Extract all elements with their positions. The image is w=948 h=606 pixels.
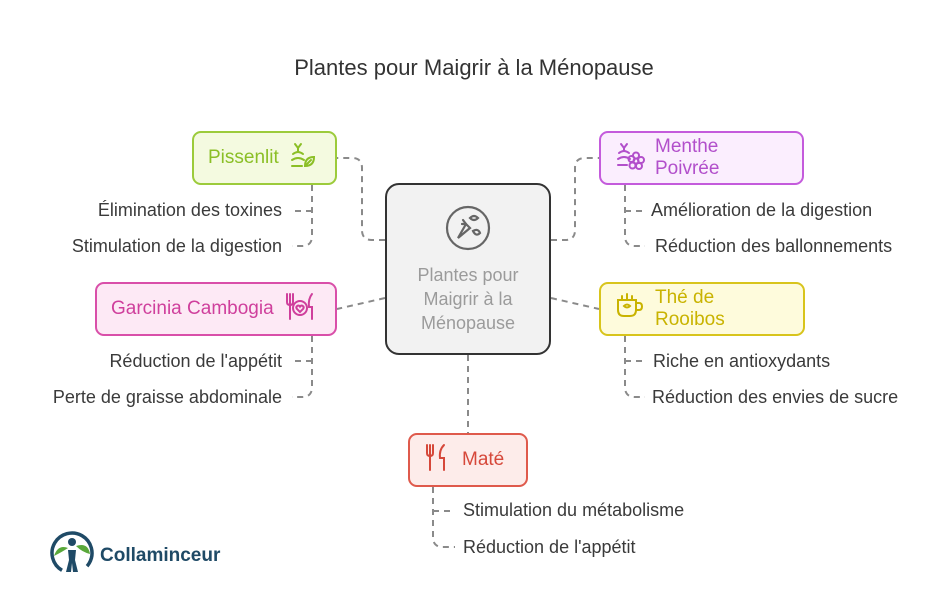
node-label: Menthe Poivrée	[655, 136, 720, 179]
node-pissenlit[interactable]: Pissenlit	[192, 131, 337, 185]
item-menthe-1: Amélioration de la digestion	[651, 200, 873, 220]
item-rooibos-2: Réduction des envies de sucre	[652, 387, 899, 407]
item-mate-2: Réduction de l'appétit	[463, 537, 636, 557]
dandelion-icon	[289, 140, 317, 176]
node-label: Maté	[462, 449, 505, 470]
food-plate-icon	[444, 204, 492, 257]
node-the-de-rooibos[interactable]: Thé de Rooibos	[599, 282, 805, 336]
brand-logo: Collaminceur	[48, 530, 220, 581]
item-pissenlit-1: Élimination des toxines	[97, 200, 282, 220]
brand-name: Collaminceur	[100, 544, 221, 566]
node-label: Pissenlit	[208, 147, 279, 168]
item-menthe-2: Réduction des ballonnements	[655, 236, 893, 256]
page-title: Plantes pour Maigrir à la Ménopause	[294, 55, 654, 80]
node-mate[interactable]: Maté	[408, 433, 528, 487]
central-topic-label: Plantes pour Maigrir à la Ménopause	[417, 264, 519, 333]
fork-knife-icon	[424, 442, 448, 478]
item-mate-1: Stimulation du métabolisme	[463, 500, 685, 520]
tea-cup-icon	[615, 292, 645, 326]
item-pissenlit-2: Stimulation de la digestion	[71, 236, 282, 256]
node-garcinia-cambogia[interactable]: Garcinia Cambogia	[95, 282, 337, 336]
item-garcinia-1: Réduction de l'appétit	[109, 351, 282, 371]
node-label: Garcinia Cambogia	[111, 298, 274, 319]
collaminceur-logo-icon	[48, 530, 96, 581]
mint-flower-icon	[615, 140, 645, 176]
item-garcinia-2: Perte de graisse abdominale	[52, 387, 282, 407]
node-label: Thé de Rooibos	[655, 287, 725, 330]
node-menthe-poivree[interactable]: Menthe Poivrée	[599, 131, 804, 185]
fork-heart-icon	[284, 291, 316, 327]
item-rooibos-1: Riche en antioxydants	[653, 351, 831, 371]
central-topic[interactable]: Plantes pour Maigrir à la Ménopause	[385, 183, 551, 355]
